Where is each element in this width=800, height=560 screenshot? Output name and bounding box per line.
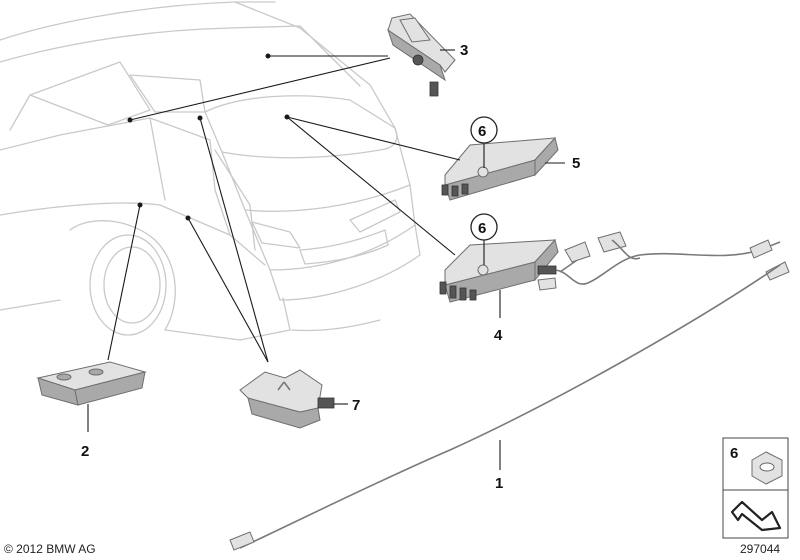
callout-circle — [470, 213, 498, 241]
callout-6-upper: 6 — [478, 123, 486, 140]
callout-1: 1 — [495, 475, 503, 492]
callout-2: 2 — [81, 443, 89, 460]
part-3-antenna-amplifier — [387, 13, 456, 97]
callout-3: 3 — [460, 42, 468, 59]
inset-callout-6: 6 — [730, 445, 738, 462]
leader-lines — [87, 49, 565, 470]
callout-7: 7 — [352, 397, 360, 414]
callout-6-lower: 6 — [478, 220, 486, 237]
part-2-bracket — [36, 361, 147, 406]
part-7-antenna-module — [239, 369, 335, 429]
part-1-antenna-cable — [229, 264, 781, 551]
copyright-notice: © 2012 BMW AG — [4, 542, 96, 556]
callout-4: 4 — [494, 327, 503, 344]
image-number: 297044 — [740, 542, 780, 556]
antenna-cable-loom — [537, 231, 790, 291]
callout-5: 5 — [572, 155, 580, 172]
vehicle-outline — [0, 1, 421, 341]
callout-circle — [470, 116, 498, 144]
inset-legend — [722, 437, 789, 539]
part-4-control-unit — [439, 238, 559, 303]
part-5-control-unit — [441, 136, 559, 201]
